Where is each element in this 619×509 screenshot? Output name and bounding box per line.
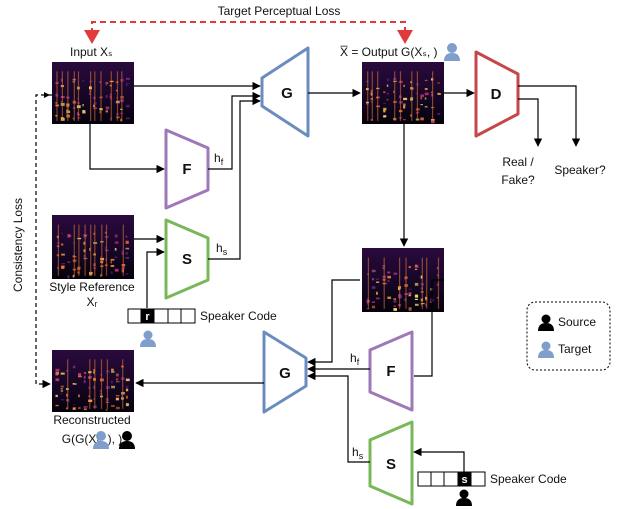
style-encoder-bottom: S: [368, 420, 414, 506]
hs-label-bottom: hs: [352, 445, 364, 461]
style-encoder-top: S: [164, 218, 210, 300]
output-spectrogram: [362, 62, 444, 124]
speaker-question-label: Speaker?: [554, 163, 606, 177]
output-label: X̅ = Output G(Xₛ, ): [340, 45, 438, 59]
style-reference-spectrogram: [52, 215, 134, 279]
style-reference-symbol: Xᵣ: [87, 295, 98, 309]
speaker-code-s: s: [461, 474, 467, 486]
source-person-icon-bottom: [456, 489, 472, 506]
legend-source-icon: [538, 314, 554, 331]
input-label: Input Xₛ: [70, 45, 113, 59]
speaker-code-label-top: Speaker Code: [200, 309, 277, 323]
connectors: [89, 81, 581, 472]
speaker-code-top: r: [127, 308, 196, 324]
loss-label-bg: [190, 3, 368, 19]
real-fake-label-2: Fake?: [501, 173, 535, 187]
speaker-code-bottom: s: [417, 471, 486, 487]
target-person-icon-recon: [93, 431, 109, 449]
legend-target-label: Target: [558, 342, 592, 356]
feature-extractor-bottom-label: F: [386, 363, 395, 380]
target-person-icon-output: [444, 43, 460, 61]
discriminator-label: D: [491, 86, 502, 103]
legend-target-icon: [538, 341, 554, 358]
speaker-code-label-bottom: Speaker Code: [490, 472, 567, 486]
discriminator: D: [474, 50, 520, 138]
target-perceptual-loss-label: Target Perceptual Loss: [218, 4, 341, 18]
generator-top: G: [260, 46, 310, 138]
consistency-loss-arrow: [35, 92, 52, 389]
feature-extractor-top: F: [164, 128, 210, 210]
hf-label-top: hf: [214, 151, 224, 167]
generator-bottom: G: [262, 330, 308, 414]
style-reference-label: Style Reference: [49, 280, 135, 294]
target-person-icon: [140, 330, 156, 347]
legend-source-label: Source: [558, 315, 596, 329]
generator-bottom-label: G: [279, 365, 291, 382]
feature-extractor-bottom: F: [368, 330, 414, 412]
real-fake-label: Real /: [502, 155, 534, 169]
source-person-icon-recon: [119, 431, 135, 449]
intermediate-spectrogram: [362, 248, 444, 312]
hf-label-bottom: hf: [350, 351, 360, 367]
input-spectrogram: [52, 62, 134, 124]
reconstructed-spectrogram: [52, 350, 134, 412]
target-perceptual-loss-arrow: [84, 21, 413, 44]
speaker-code-r: r: [145, 311, 150, 323]
legend: Source Target: [526, 301, 611, 371]
style-encoder-bottom-label: S: [386, 456, 396, 473]
reconstructed-formula: G(G(Xₛ, ), ): [62, 432, 122, 446]
consistency-loss-label: Consistency Loss: [11, 198, 25, 292]
generator-top-label: G: [281, 85, 293, 102]
reconstructed-label: Reconstructed: [53, 413, 130, 427]
feature-extractor-top-label: F: [182, 161, 191, 178]
hs-label-top: hs: [216, 241, 228, 257]
style-encoder-top-label: S: [182, 251, 192, 268]
